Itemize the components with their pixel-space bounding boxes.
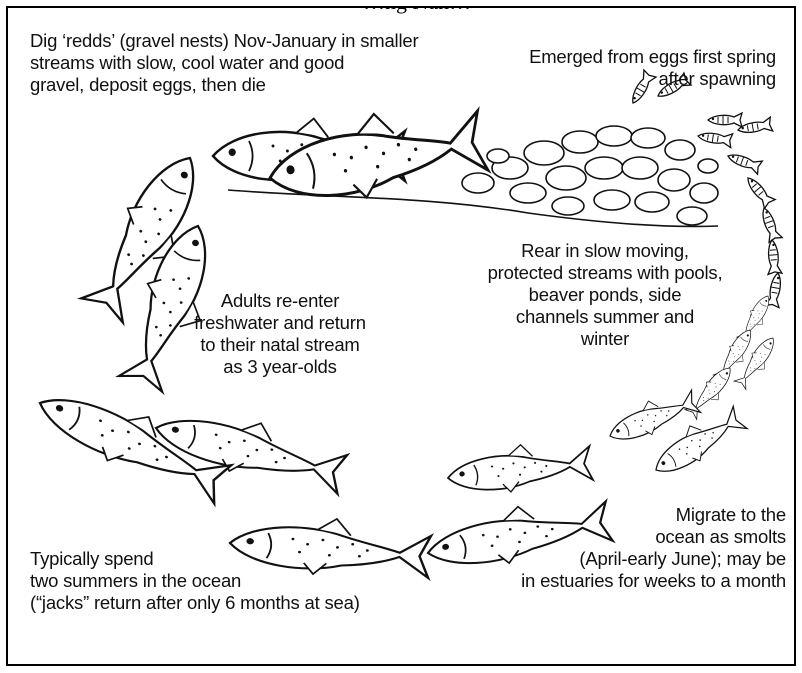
- migrate-line-3: (April-early June); may be: [521, 548, 786, 570]
- emerge-line-2: after spawning: [529, 68, 776, 90]
- spawn-line-1: Dig ‘redds’ (gravel nests) Nov-January i…: [30, 30, 418, 52]
- stage-emerge-text: Emerged from eggs first spring after spa…: [529, 46, 776, 90]
- stage-rear-text: Rear in slow moving, protected streams w…: [470, 240, 740, 350]
- stage-migrate-text: Migrate to the ocean as smolts (April-ea…: [521, 504, 786, 592]
- diagram-frame: …ng Nan…: [6, 6, 796, 666]
- stage-ocean-text: Typically spend two summers in the ocean…: [30, 548, 360, 614]
- spawn-line-3: gravel, deposit eggs, then die: [30, 74, 418, 96]
- spawning-salmon-pair: [213, 96, 489, 213]
- migrate-line-2: ocean as smolts: [521, 526, 786, 548]
- spawn-line-2: streams with slow, cool water and good: [30, 52, 418, 74]
- return-line-3: to their natal stream: [170, 334, 390, 356]
- stage-spawn-text: Dig ‘redds’ (gravel nests) Nov-January i…: [30, 30, 418, 96]
- rear-line-4: channels summer and: [470, 306, 740, 328]
- return-line-1: Adults re-enter: [170, 290, 390, 312]
- ocean-line-3: (“jacks” return after only 6 months at s…: [30, 592, 360, 614]
- stage-return-text: Adults re-enter freshwater and return to…: [170, 290, 390, 378]
- emerge-line-1: Emerged from eggs first spring: [529, 46, 776, 68]
- return-line-4: as 3 year-olds: [170, 356, 390, 378]
- rear-line-2: protected streams with pools,: [470, 262, 740, 284]
- return-line-2: freshwater and return: [170, 312, 390, 334]
- migrate-line-1: Migrate to the: [521, 504, 786, 526]
- rear-line-3: beaver ponds, side: [470, 284, 740, 306]
- ocean-line-1: Typically spend: [30, 548, 360, 570]
- rear-line-5: winter: [470, 328, 740, 350]
- rear-line-1: Rear in slow moving,: [470, 240, 740, 262]
- ocean-line-2: two summers in the ocean: [30, 570, 360, 592]
- migrate-line-4: in estuaries for weeks to a month: [521, 570, 786, 592]
